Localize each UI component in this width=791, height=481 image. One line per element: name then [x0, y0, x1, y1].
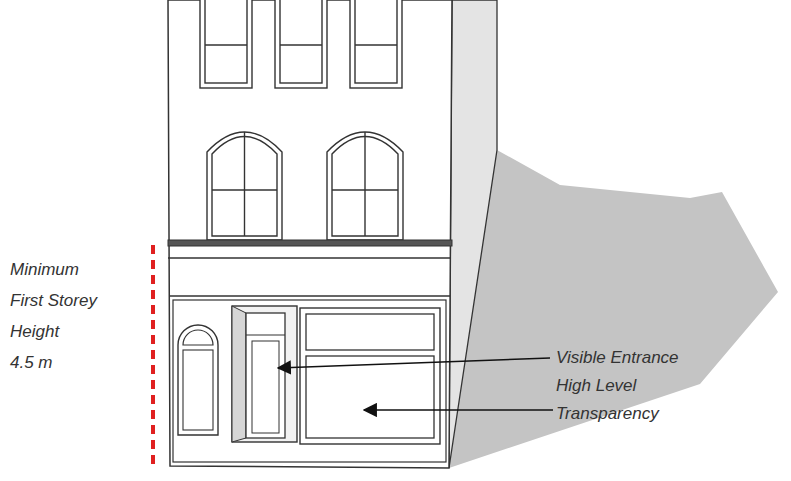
window-pane [205, 0, 247, 83]
window [350, 0, 402, 88]
recess-side [232, 306, 246, 442]
upper-windows [200, 0, 402, 88]
transom [246, 334, 285, 335]
window [275, 0, 327, 88]
side-face [449, 0, 497, 468]
fanlight [183, 330, 213, 345]
mullion [212, 189, 277, 190]
window-pane [355, 0, 397, 83]
callout-label: Visible Entrance [556, 344, 756, 372]
arched-windows [207, 132, 403, 240]
leader-arrow [278, 358, 550, 368]
entrance-door [246, 313, 285, 438]
arched-window [327, 132, 403, 240]
shop-window-frame [300, 308, 440, 444]
dimension-note: Minimum First Storey Height [10, 254, 106, 347]
mullion [205, 44, 247, 45]
door-glass [252, 341, 279, 433]
entrance-recess [232, 306, 297, 442]
fascia-line [169, 295, 450, 296]
cast-shadow [449, 150, 778, 468]
mullion [280, 44, 322, 45]
cornice [168, 240, 452, 246]
side-door [178, 325, 218, 435]
arched-window [207, 132, 282, 240]
door-panel [183, 350, 213, 430]
dimension-value: 4.5 m [10, 347, 106, 378]
mullion [244, 132, 245, 236]
leader-arrow [364, 409, 553, 411]
mullion [332, 189, 398, 190]
window-pane [280, 0, 322, 83]
shop-window-upper [306, 314, 434, 350]
storefront-frame [173, 300, 446, 462]
window [200, 0, 252, 88]
callout-label: High Level Transparency [556, 372, 678, 428]
height-dimension [151, 245, 155, 470]
fascia-line [168, 257, 451, 258]
mullion [364, 132, 365, 236]
shop-window-lower [306, 356, 434, 438]
mullion [355, 44, 397, 45]
